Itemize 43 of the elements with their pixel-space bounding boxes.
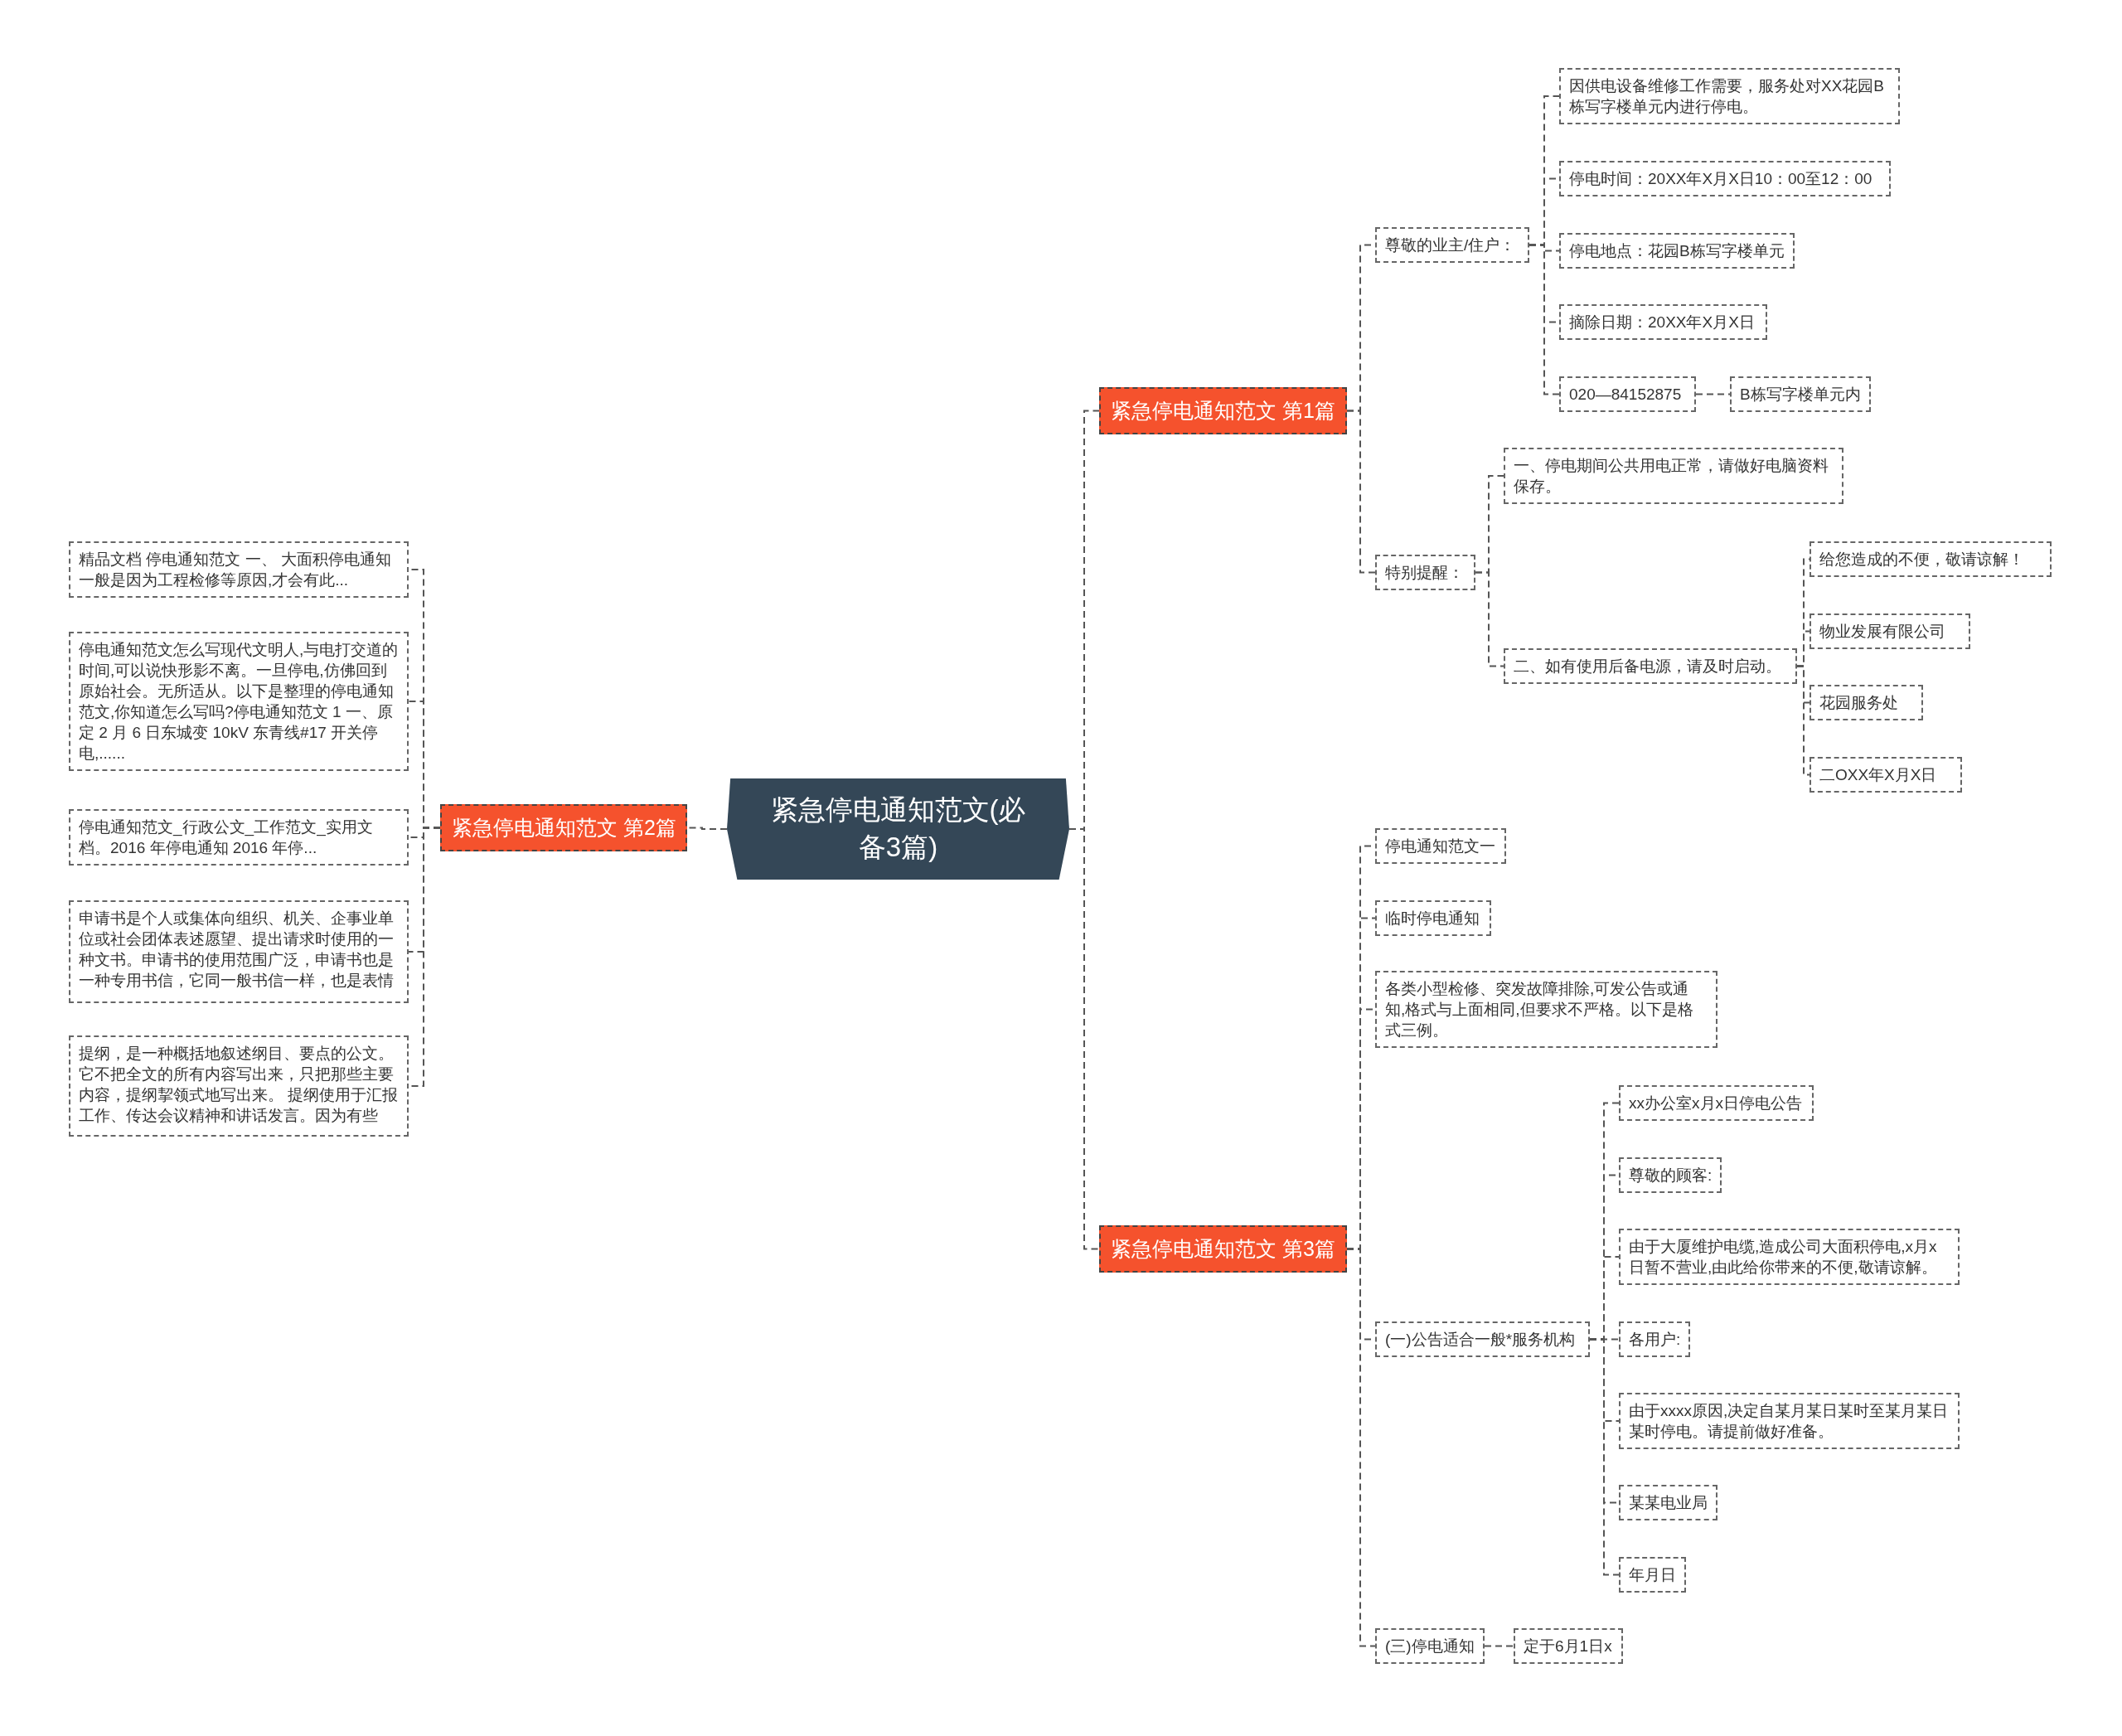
topic-box: xx办公室x月x日停电公告 (1619, 1085, 1814, 1122)
topic-box: 物业发展有限公司 (1810, 613, 1970, 650)
connector (1484, 1645, 1514, 1647)
topic-box: 定于6月1日x (1514, 1628, 1623, 1665)
topic-box: 各类小型检修、突发故障排除,可发公告或通知,格式与上面相同,但要求不严格。以下是格式三例。 (1375, 971, 1717, 1049)
topic-box: 尊敬的顾客: (1619, 1157, 1722, 1194)
topic-box: B栋写字楼单元内 (1730, 376, 1871, 413)
central-topic: 紧急停电通知范文(必备3篇) (727, 778, 1069, 880)
connector (1695, 393, 1731, 395)
topic-box: 各用户: (1619, 1321, 1691, 1358)
topic-box: 给您造成的不便，敬请谅解！ (1810, 541, 2052, 578)
topic-box: 精品文档 停电通知范文 一、 大面积停电通知一般是因为工程检修等原因,才会有此... (69, 541, 409, 599)
topic-box: 二OXX年X月X日 (1810, 757, 1962, 793)
topic-box: 摘除日期：20XX年X月X日 (1559, 304, 1767, 341)
branch-topic: 紧急停电通知范文 第1篇 (1099, 387, 1347, 434)
topic-box: 停电时间：20XX年X月X日10：00至12：00 (1559, 161, 1891, 197)
topic-box: 由于xxxx原因,决定自某月某日某时至某月某日某时停电。请提前做好准备。 (1619, 1393, 1960, 1450)
topic-box: 停电通知范文_行政公文_工作范文_实用文档。2016 年停电通知 2016 年停... (69, 809, 409, 866)
topic-box: (一)公告适合一般*服务机构 (1375, 1321, 1590, 1358)
topic-box: 因供电设备维修工作需要，服务处对XX花园B栋写字楼单元内进行停电。 (1559, 68, 1900, 125)
connector (1529, 244, 1560, 395)
topic-box: 停电通知范文一 (1375, 828, 1506, 865)
topic-box: (三)停电通知 (1375, 1628, 1485, 1665)
topic-box: 停电通知范文怎么写现代文明人,与电打交道的时间,可以说快形影不离。一旦停电,仿佛回到原始社会。无所适从。以下是整理的停电通知范文,你知道怎么写吗?停电通知范文 1 一、原定 2 月 6 日东城变 10kV 东青线#17 开关停电,...... (69, 632, 409, 772)
topic-box: 由于大厦维护电缆,造成公司大面积停电,x月x日暂不营业,由此给你带来的不便,敬请谅解。 (1619, 1229, 1960, 1286)
topic-box: 花园服务处 (1810, 685, 1923, 721)
connector (1589, 1338, 1620, 1576)
connector (1475, 571, 1504, 667)
topic-box: 二、如有使用后备电源，请及时启动。 (1504, 648, 1797, 685)
topic-box: 020—84152875 (1559, 376, 1696, 413)
topic-box: 一、停电期间公共用电正常，请做好电脑资料保存。 (1504, 448, 1843, 505)
connector (1346, 410, 1376, 574)
topic-box: 特别提醒： (1375, 555, 1475, 591)
branch-topic: 紧急停电通知范文 第3篇 (1099, 1225, 1347, 1273)
topic-box: 提纲，是一种概括地叙述纲目、要点的公文。它不把全文的所有内容写出来，只把那些主要内容，提纲挈领式地写出来。 提纲使用于汇报工作、传达会议精神和讲话发言。因为有些 (69, 1035, 409, 1137)
branch-topic: 紧急停电通知范文 第2篇 (440, 804, 687, 851)
topic-box: 申请书是个人或集体向组织、机关、企事业单位或社会团体表述愿望、提出请求时使用的一种文书。申请书的使用范围广泛，申请书也是一种专用书信，它同一般书信一样，也是表情 (69, 900, 409, 1003)
topic-box: 尊敬的业主/住户： (1375, 227, 1529, 264)
topic-box: 某某电业局 (1619, 1485, 1717, 1521)
topic-box: 停电地点：花园B栋写字楼单元 (1559, 233, 1795, 269)
topic-box: 临时停电通知 (1375, 900, 1491, 937)
topic-box: 年月日 (1619, 1557, 1686, 1593)
connector (1796, 665, 1810, 776)
